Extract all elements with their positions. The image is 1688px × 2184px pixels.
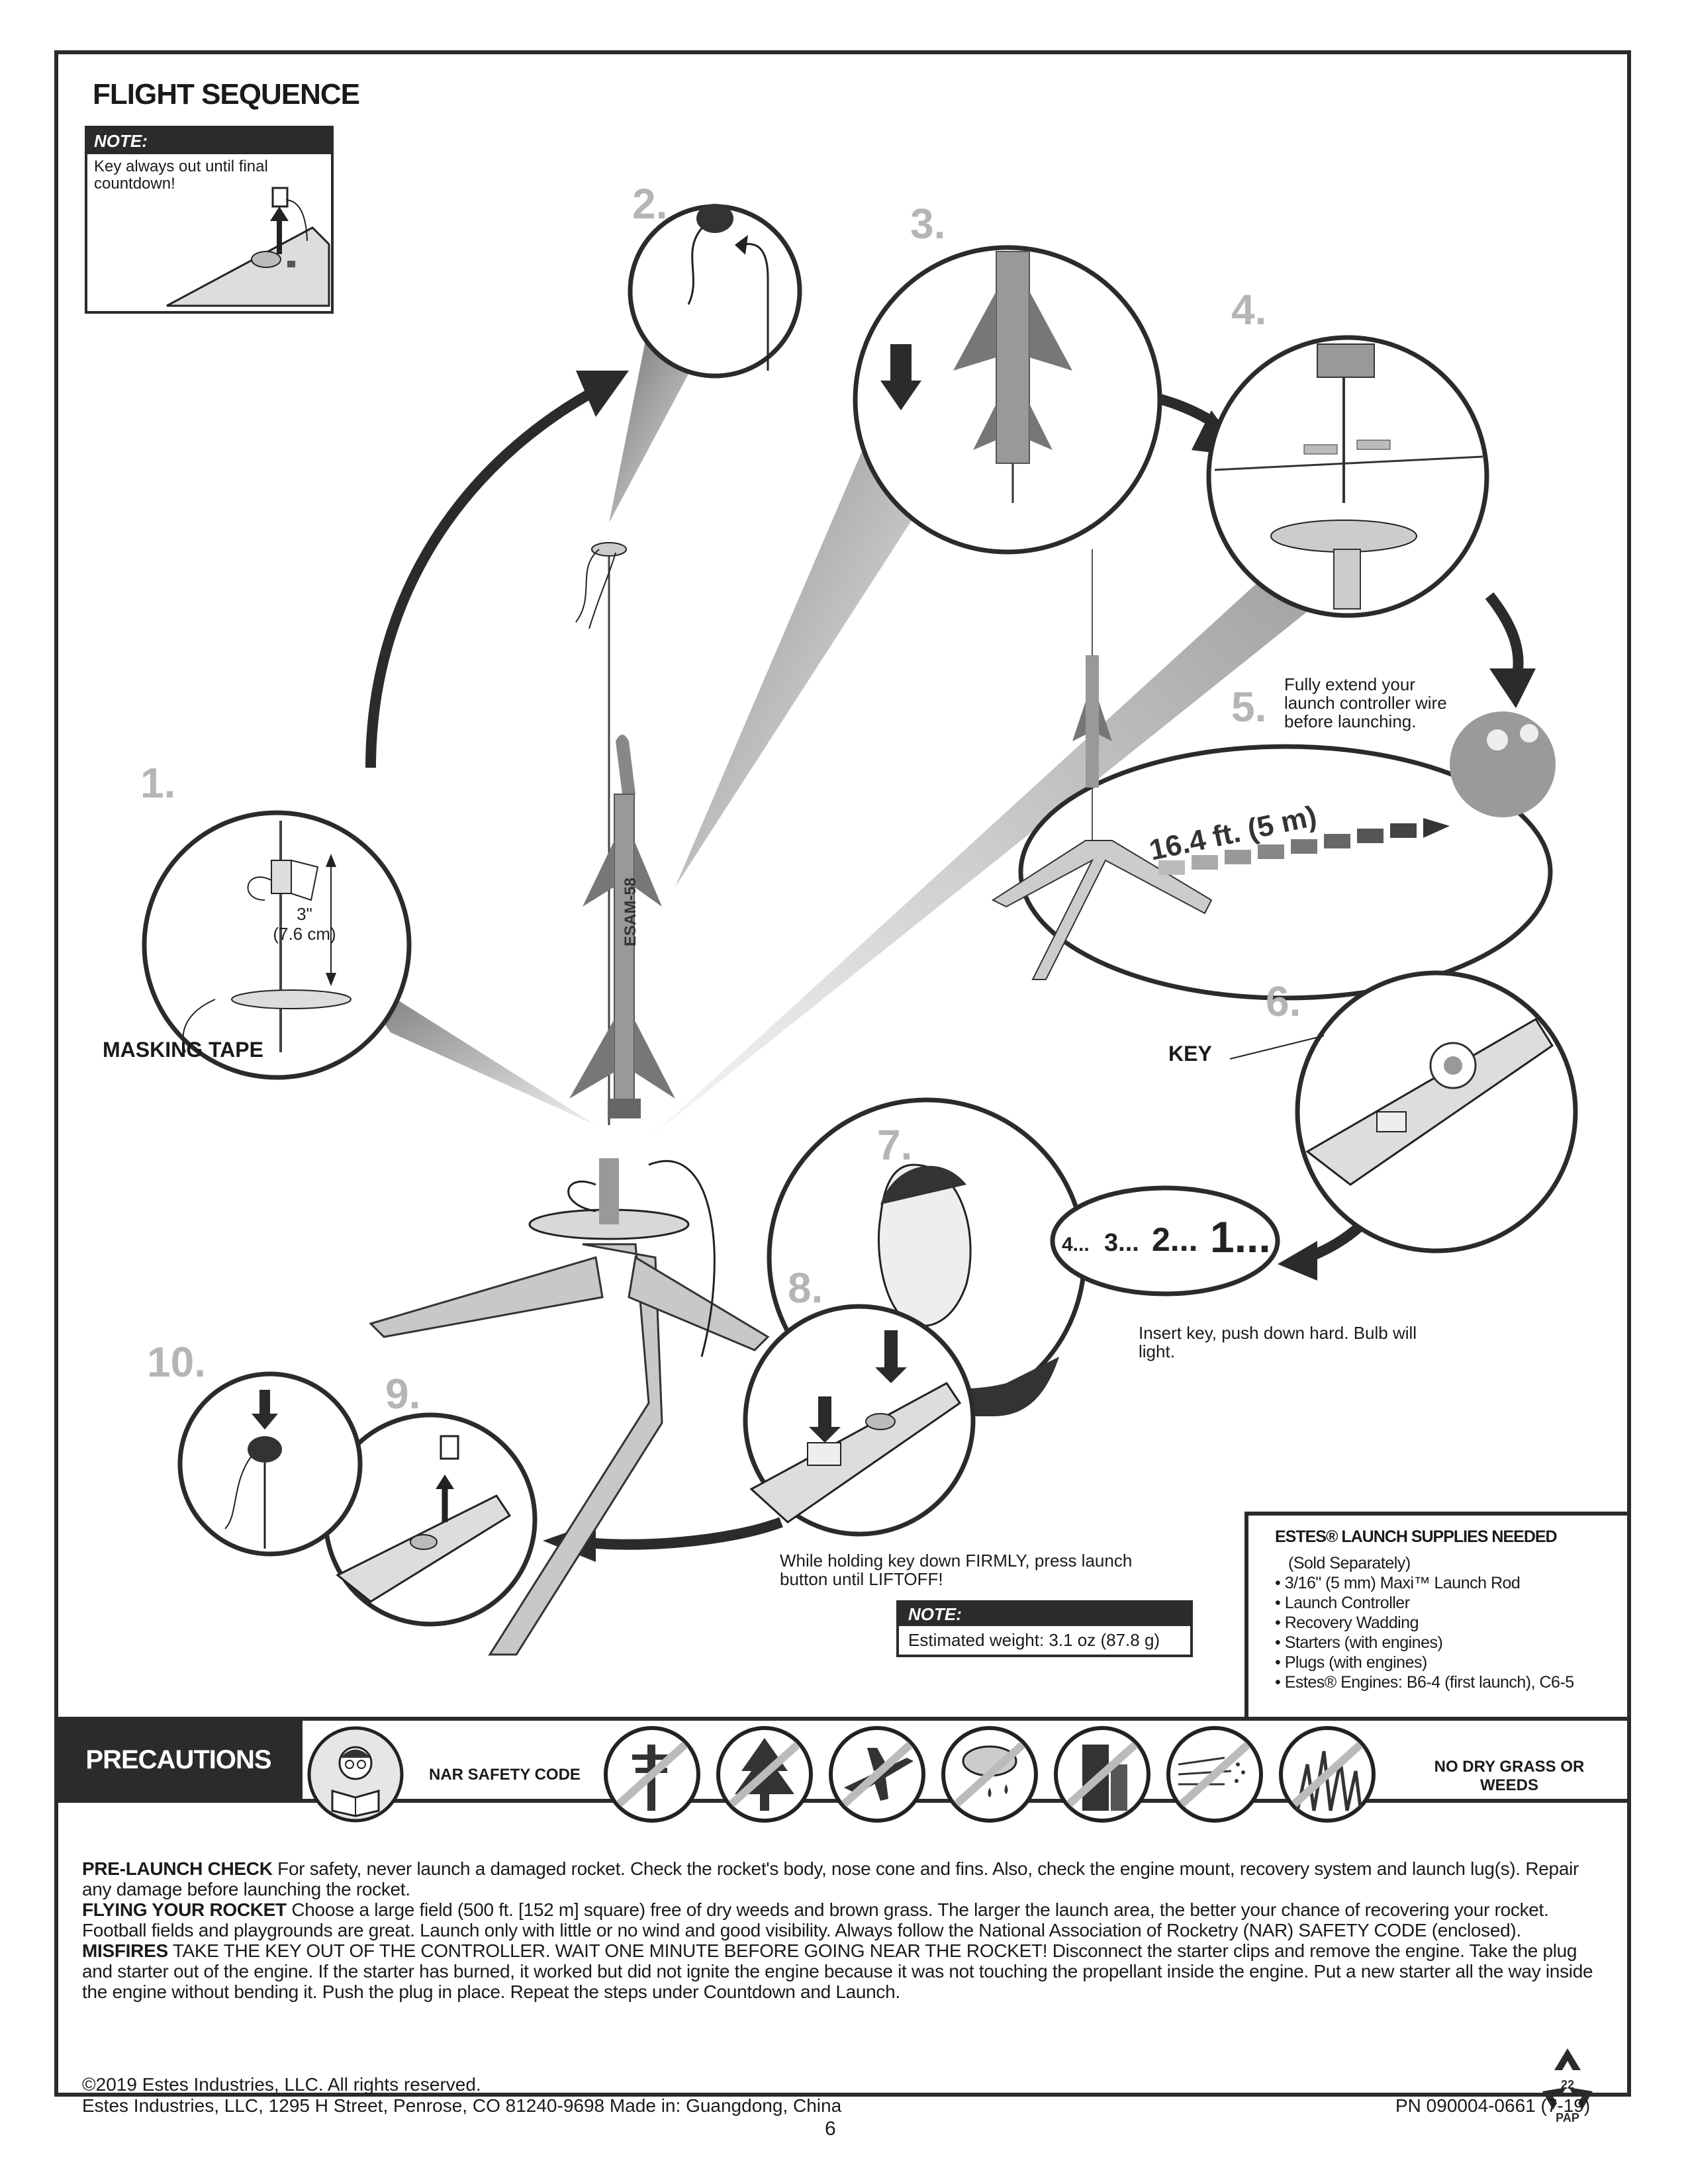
step5-ellipse	[1018, 744, 1553, 1001]
pre-launch-check-paragraph: PRE-LAUNCH CHECK For safety, never launc…	[82, 1858, 1598, 1899]
no-buildings-icon	[1054, 1726, 1150, 1823]
supplies-line: (Sold Separately)	[1288, 1554, 1411, 1572]
caption-line: While holding key down FIRMLY, press lau…	[780, 1551, 1133, 1570]
step-number-7: 7.	[877, 1121, 912, 1169]
reading-person-icon	[307, 1726, 404, 1823]
copyright-line: ©2019 Estes Industries, LLC. All rights …	[82, 2074, 481, 2095]
supplies-line: • 3/16" (5 mm) Maxi™ Launch Rod	[1275, 1574, 1521, 1592]
recycle-icon: 22 PAP	[1542, 2048, 1593, 2124]
nar-safety-code-label: NAR SAFETY CODE	[429, 1766, 581, 1784]
rocket-name: ESAM-58	[622, 878, 639, 946]
countdown-4: 4...	[1062, 1234, 1090, 1255]
page-title: FLIGHT SEQUENCE	[93, 78, 360, 111]
note-header: NOTE:	[87, 128, 331, 154]
caption-line: light.	[1139, 1342, 1175, 1361]
arrow-1-to-2	[365, 385, 598, 768]
supplies-line: • Launch Controller	[1275, 1594, 1410, 1612]
caption-line: button until LIFTOFF!	[780, 1569, 943, 1589]
note-box-weight: NOTE: Estimated weight: 3.1 oz (87.8 g)	[896, 1600, 1193, 1657]
step-number-10: 10.	[147, 1338, 206, 1386]
arrow-head	[1489, 668, 1536, 708]
beam-step4	[649, 582, 1311, 1138]
precautions-label: PRECAUTIONS	[54, 1721, 303, 1799]
arrow-head	[1278, 1241, 1317, 1281]
step5-caption: Fully extend your launch controller wire…	[1284, 675, 1447, 731]
arrow-head	[576, 371, 629, 417]
paragraph-heading: FLYING YOUR ROCKET	[82, 1899, 287, 1920]
page-frame	[54, 50, 1631, 2097]
note-text-line: countdown!	[94, 175, 175, 193]
distance-bar	[1158, 818, 1450, 875]
no-dry-grass-label: NO DRY GRASS OR WEEDS	[1423, 1758, 1595, 1795]
no-trees-icon	[716, 1726, 813, 1823]
no-power-lines-icon	[604, 1726, 700, 1823]
step8-caption: While holding key down FIRMLY, press lau…	[780, 1551, 1132, 1588]
note-text-line: Key always out until final	[94, 158, 268, 175]
precautions-text: PRE-LAUNCH CHECK For safety, never launc…	[82, 1858, 1598, 2002]
beam-step3	[675, 424, 940, 887]
step-number-1: 1.	[140, 759, 175, 807]
caption-line: before launching.	[1284, 711, 1417, 731]
recycle-number: 22	[1561, 2078, 1574, 2091]
label-line: WEEDS	[1479, 1776, 1538, 1794]
step4-circle	[1206, 335, 1489, 618]
supplies-line: • Recovery Wadding	[1275, 1614, 1419, 1632]
flying-your-rocket-paragraph: FLYING YOUR ROCKET Choose a large field …	[82, 1899, 1598, 1940]
tape-dim-cm: (7.6 cm)	[273, 924, 336, 944]
no-wind-icon	[1166, 1726, 1263, 1823]
masking-tape-label: MASKING TAPE	[103, 1038, 263, 1062]
countdown-1: 1...	[1210, 1212, 1271, 1261]
address-line: Estes Industries, LLC, 1295 H Street, Pe…	[82, 2095, 842, 2116]
step-number-4: 4.	[1231, 286, 1266, 334]
recycle-code: PAP	[1556, 2111, 1579, 2124]
countdown-2: 2...	[1152, 1221, 1197, 1258]
note-text: Estimated weight: 3.1 oz (87.8 g)	[908, 1630, 1160, 1650]
step-number-2: 2.	[632, 180, 667, 228]
paragraph-text: For safety, never launch a damaged rocke…	[82, 1858, 1579, 1899]
step1-circle	[142, 810, 412, 1080]
caption-line: launch controller wire	[1284, 693, 1447, 713]
step7-caption: Insert key, push down hard. Bulb will li…	[1139, 1324, 1417, 1361]
paragraph-heading: MISFIRES	[82, 1940, 168, 1961]
paragraph-heading: PRE-LAUNCH CHECK	[82, 1858, 273, 1879]
supplies-heading: ESTES® LAUNCH SUPPLIES NEEDED	[1275, 1527, 1558, 1546]
kids-photo	[1450, 711, 1556, 817]
page-number: 6	[825, 2118, 836, 2140]
paragraph-text: Choose a large field (500 ft. [152 m] sq…	[82, 1899, 1549, 1940]
beam-step1	[344, 966, 596, 1125]
misfires-paragraph: MISFIRES TAKE THE KEY OUT OF THE CONTROL…	[82, 1940, 1598, 2002]
supplies-line: • Estes® Engines: B6-4 (first launch), C…	[1275, 1673, 1574, 1692]
caption-line: Fully extend your	[1284, 674, 1415, 694]
footer-copyright: ©2019 Estes Industries, LLC. All rights …	[82, 2074, 841, 2116]
step-number-3: 3.	[910, 200, 945, 248]
step-number-6: 6.	[1266, 978, 1301, 1025]
tape-dim-in: 3"	[297, 904, 312, 924]
launch-pad	[369, 1158, 770, 1656]
main-rocket	[569, 542, 675, 1125]
no-dry-grass-icon	[1279, 1726, 1376, 1823]
step-number-8: 8.	[788, 1264, 823, 1312]
flight-sequence-illustration: ESAM-58	[140, 180, 1578, 1656]
note-header: NOTE:	[899, 1603, 1190, 1626]
caption-line: Insert key, push down hard. Bulb will	[1139, 1323, 1417, 1343]
no-airplanes-icon	[829, 1726, 925, 1823]
supplies-box: ESTES® LAUNCH SUPPLIES NEEDED (Sold Sepa…	[1244, 1512, 1627, 1717]
speech-bubble	[1050, 1185, 1280, 1297]
part-number: PN 090004-0661 (7-19)	[1395, 2095, 1591, 2116]
key-label: KEY	[1168, 1042, 1212, 1066]
supplies-line: • Starters (with engines)	[1275, 1633, 1443, 1652]
supplies-line: • Plugs (with engines)	[1275, 1653, 1427, 1672]
countdown-3: 3...	[1104, 1229, 1139, 1257]
label-line: NO DRY GRASS OR	[1434, 1758, 1585, 1776]
note-box-top: NOTE: Key always out until final countdo…	[85, 126, 334, 314]
key-out-illustration	[166, 187, 330, 307]
step-number-5: 5.	[1231, 683, 1266, 731]
step10-circle	[177, 1371, 363, 1557]
no-rain-icon	[941, 1726, 1038, 1823]
paragraph-text: TAKE THE KEY OUT OF THE CONTROLLER. WAIT…	[82, 1940, 1593, 2002]
step-number-9: 9.	[385, 1370, 420, 1418]
arrow-8-to-9	[582, 1517, 783, 1550]
note-text: Key always out until final countdown!	[87, 154, 331, 197]
